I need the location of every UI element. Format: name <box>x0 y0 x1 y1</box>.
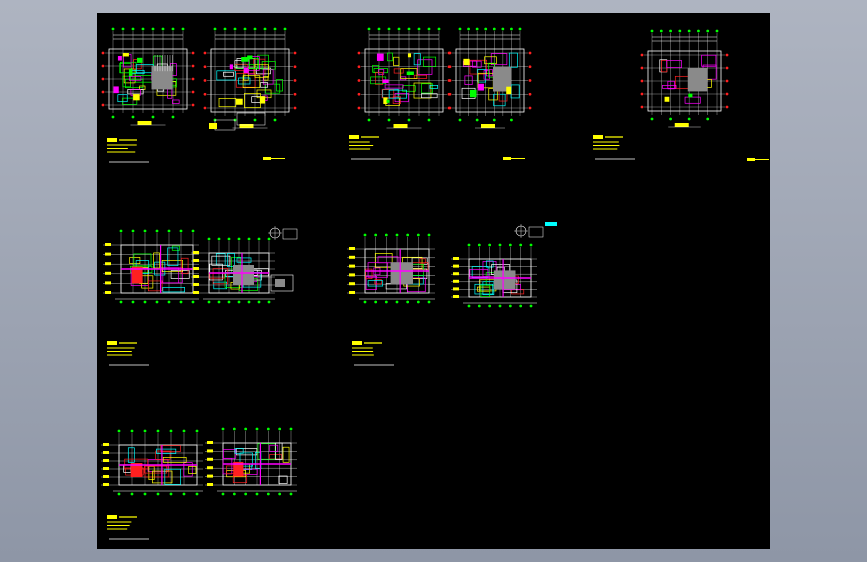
section-3[interactable] <box>347 233 435 304</box>
floor-plan-5[interactable] <box>640 29 729 128</box>
floor-plan-1[interactable] <box>101 27 195 126</box>
elevation-title-block-1[interactable] <box>107 515 149 540</box>
elevation-1[interactable] <box>101 429 203 496</box>
section-2[interactable] <box>191 237 275 304</box>
plan-scale-label-3[interactable] <box>747 158 769 161</box>
plan-title-block-3[interactable] <box>593 135 635 160</box>
plan-detail-annotation[interactable] <box>209 112 266 131</box>
section-callout-cyan[interactable] <box>545 222 557 226</box>
floor-plan-2[interactable] <box>203 27 297 129</box>
north-arrow-2[interactable] <box>514 224 544 238</box>
plan-title-block-2[interactable] <box>349 135 391 160</box>
north-arrow-1[interactable] <box>268 226 298 240</box>
plan-title-block-1[interactable] <box>107 138 149 163</box>
drawing-canvas[interactable] <box>97 13 770 549</box>
section-title-block-2[interactable] <box>352 341 394 366</box>
plan-scale-label-2[interactable] <box>503 157 525 160</box>
plan-scale-label-1[interactable] <box>263 157 285 160</box>
section-2-annex[interactable] <box>270 274 294 292</box>
section-1[interactable] <box>103 229 199 304</box>
floor-plan-4[interactable] <box>448 27 532 129</box>
cad-drawing[interactable] <box>97 13 770 549</box>
elevation-2[interactable] <box>205 427 297 496</box>
section-title-block-1[interactable] <box>107 341 149 366</box>
section-4[interactable] <box>451 243 537 308</box>
floor-plan-3[interactable] <box>357 27 451 129</box>
